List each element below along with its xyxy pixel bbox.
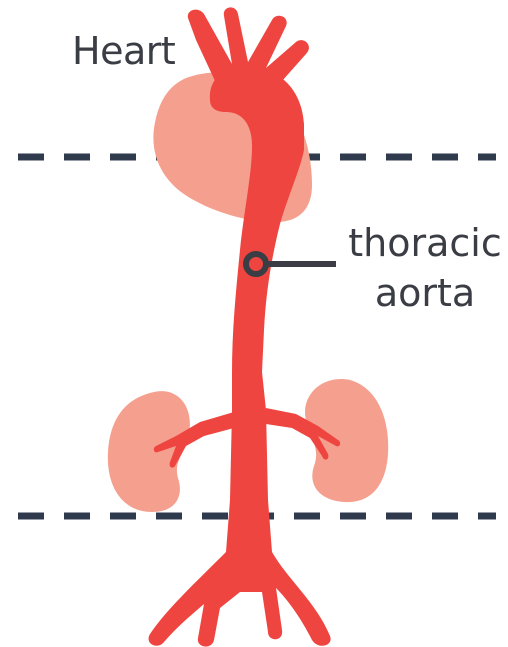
thoracic-aorta-label: thoracic aorta: [342, 218, 508, 318]
aorta-pointer-marker: [246, 254, 266, 274]
thoracic-aorta-label-line2: aorta: [342, 268, 508, 318]
heart-label: Heart: [72, 32, 175, 70]
thoracic-aorta-label-line1: thoracic: [342, 218, 508, 268]
